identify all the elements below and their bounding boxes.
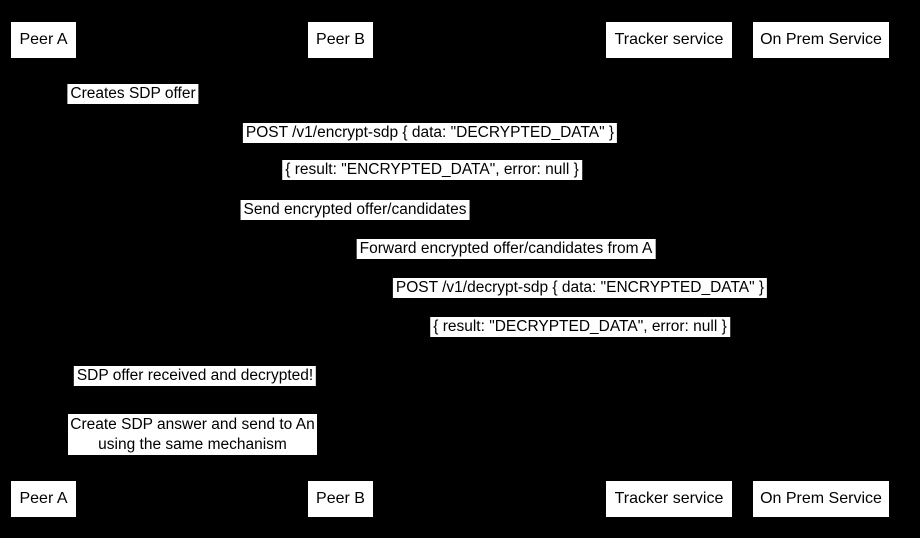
lifeline-tracker-service	[669, 58, 670, 481]
actor-peer-a-bottom-label: Peer A	[19, 490, 68, 507]
message-forward-encrypted-offer: Forward encrypted offer/candidates from …	[356, 239, 656, 259]
actor-tracker-service-bottom-label: Tracker service	[614, 490, 724, 507]
message-result-decrypted-data: { result: "DECRYPTED_DATA", error: null …	[430, 317, 730, 337]
actor-peer-b-bottom-label: Peer B	[316, 490, 365, 507]
note-line-2: using the same mechanism	[98, 435, 287, 453]
actor-on-prem-service-top-label: On Prem Service	[760, 31, 882, 48]
actor-peer-b-top: Peer B	[308, 22, 373, 58]
lifeline-on-prem-service	[821, 58, 822, 481]
message-creates-sdp-offer: Creates SDP offer	[67, 84, 199, 104]
actor-on-prem-service-top: On Prem Service	[753, 22, 889, 58]
actor-on-prem-service-bottom: On Prem Service	[753, 481, 889, 517]
message-sdp-offer-received: SDP offer received and decrypted!	[73, 366, 317, 386]
actor-tracker-service-top-label: Tracker service	[614, 31, 724, 48]
message-post-encrypt-sdp: POST /v1/encrypt-sdp { data: "DECRYPTED_…	[242, 123, 618, 143]
lifeline-peer-a	[43, 58, 44, 481]
note-create-sdp-answer: Create SDP answer and send to An using t…	[68, 414, 317, 455]
lifeline-peer-b	[340, 58, 341, 481]
message-post-decrypt-sdp: POST /v1/decrypt-sdp { data: "ENCRYPTED_…	[392, 278, 768, 298]
actor-peer-b-top-label: Peer B	[316, 31, 365, 48]
actor-peer-b-bottom: Peer B	[308, 481, 373, 517]
actor-tracker-service-bottom: Tracker service	[606, 481, 732, 517]
actor-peer-a-top: Peer A	[11, 22, 76, 58]
actor-peer-a-bottom: Peer A	[11, 481, 76, 517]
message-send-encrypted-offer: Send encrypted offer/candidates	[240, 200, 470, 220]
actor-on-prem-service-bottom-label: On Prem Service	[760, 490, 882, 507]
actor-peer-a-top-label: Peer A	[19, 31, 68, 48]
note-line-1: Create SDP answer and send to An	[70, 415, 315, 433]
actor-tracker-service-top: Tracker service	[606, 22, 732, 58]
message-result-encrypted-data: { result: "ENCRYPTED_DATA", error: null …	[282, 160, 582, 180]
